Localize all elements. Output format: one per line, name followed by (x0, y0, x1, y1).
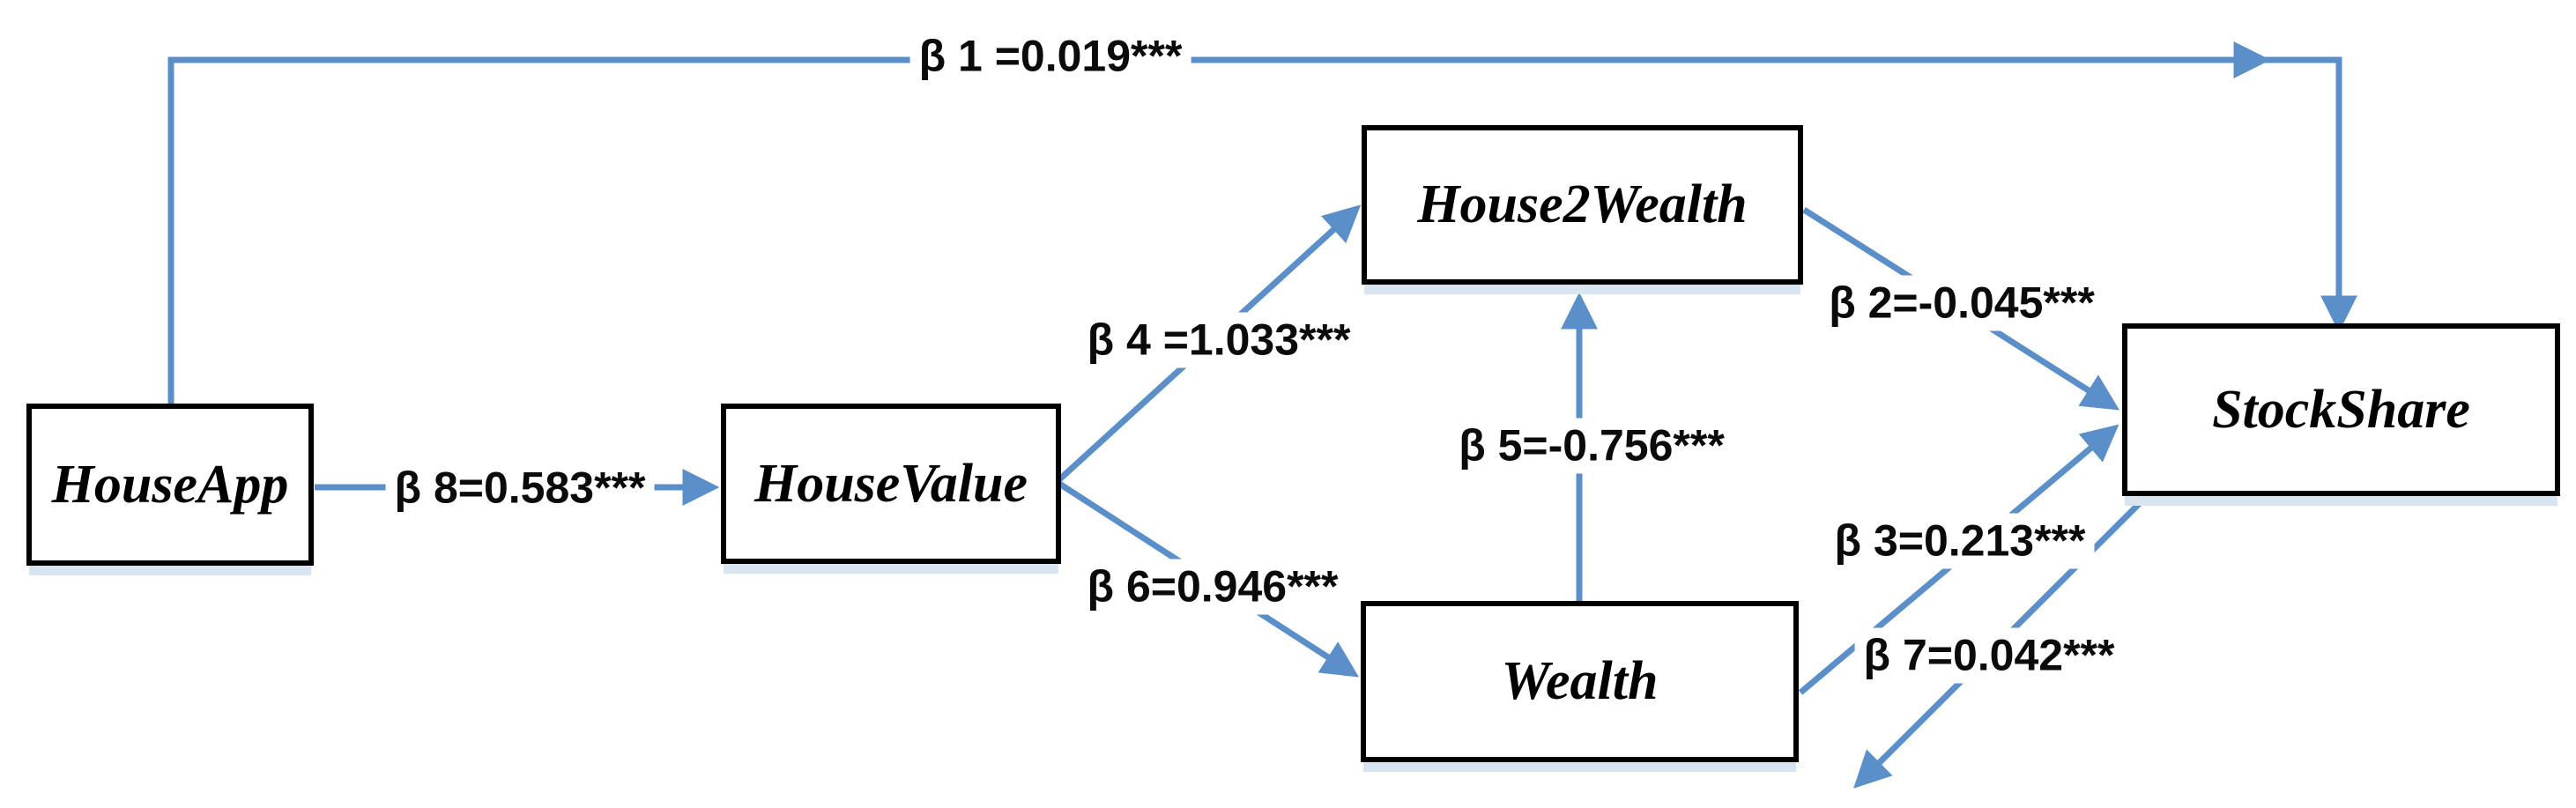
edge-label-beta1: β 1 =0.019*** (909, 28, 1191, 85)
edge-label-beta2: β 2=-0.045*** (1820, 275, 2104, 331)
arrow-beta1-main (167, 41, 2271, 404)
arrow-beta1-elbow (2260, 56, 2357, 333)
edge-label-beta5: β 5=-0.756*** (1450, 418, 1733, 474)
edge-label-beta4: β 4 =1.033*** (1078, 312, 1360, 368)
node-house2wealth: House2Wealth (1362, 125, 1803, 285)
edge-label-beta8: β 8=0.583*** (385, 460, 655, 516)
node-house2wealth-label: House2Wealth (1417, 174, 1748, 234)
node-houseapp-label: HouseApp (51, 454, 289, 515)
node-wealth-label: Wealth (1501, 651, 1659, 711)
node-stockshare: StockShare (2122, 323, 2560, 496)
node-stockshare-label: StockShare (2212, 379, 2470, 440)
edge-label-beta6: β 6=0.946*** (1078, 559, 1347, 615)
node-wealth: Wealth (1361, 601, 1799, 762)
node-housevalue: HouseValue (721, 404, 1061, 564)
node-housevalue-label: HouseValue (753, 453, 1028, 514)
edge-label-beta7: β 7=0.042*** (1854, 627, 2124, 684)
node-houseapp: HouseApp (26, 404, 314, 566)
edge-label-beta3: β 3=0.213*** (1825, 513, 2095, 569)
